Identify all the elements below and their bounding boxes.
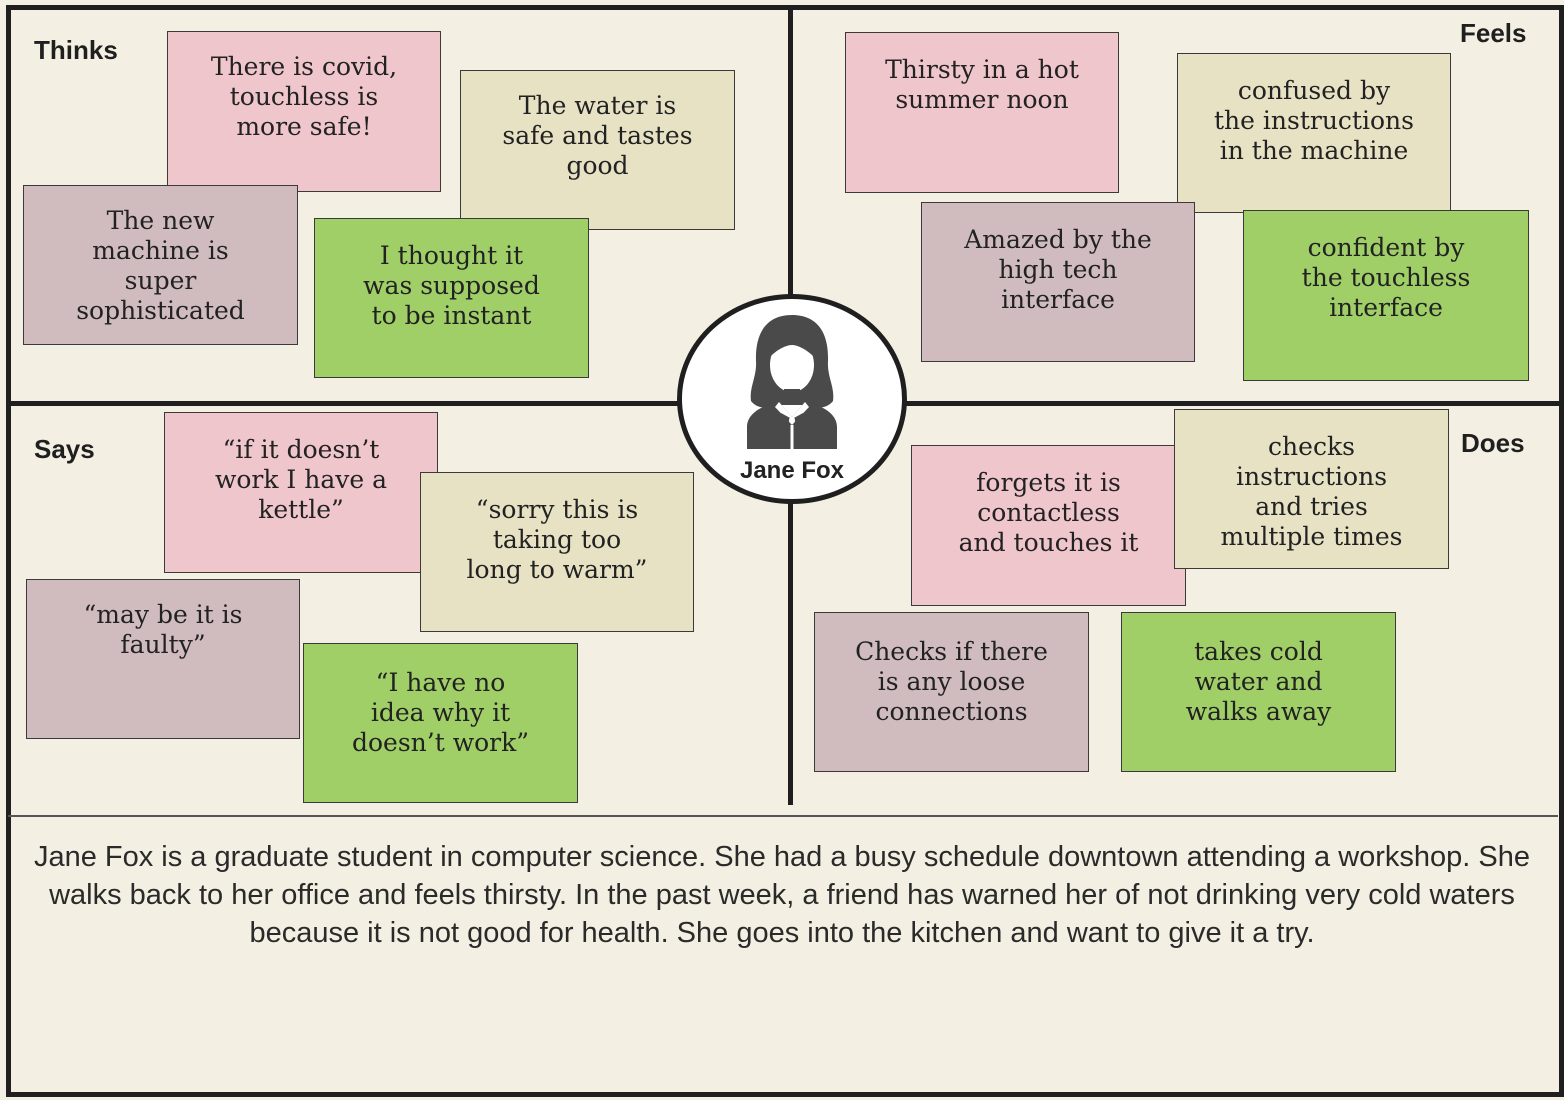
sticky-note-feels-confident: confident by the touchless interface <box>1243 210 1529 381</box>
sticky-note-says-no-idea: “I have no idea why it doesn’t work” <box>303 643 578 803</box>
feels-label: Feels <box>1460 18 1527 48</box>
sticky-note-says-sorry: “sorry this is taking too long to warm” <box>420 472 694 632</box>
does-label: Does <box>1461 428 1525 458</box>
persona-name: Jane Fox <box>739 457 845 484</box>
sticky-note-thinks-covid: There is covid, touchless is more safe! <box>167 31 441 192</box>
sticky-note-thinks-water: The water is safe and tastes good <box>460 70 735 230</box>
scenario-divider <box>8 815 1558 817</box>
sticky-note-does-checks-instructions: checks instructions and tries multiple t… <box>1174 409 1449 569</box>
scenario-description: Jane Fox is a graduate student in comput… <box>33 841 1531 949</box>
woman-user-icon <box>747 315 837 449</box>
sticky-note-does-forgets: forgets it is contactless and touches it <box>911 445 1186 606</box>
sticky-note-thinks-machine: The new machine is super sophisticated <box>23 185 298 345</box>
sticky-note-thinks-instant: I thought it was supposed to be instant <box>314 218 589 378</box>
sticky-note-feels-amazed: Amazed by the high tech interface <box>921 202 1195 362</box>
thinks-label: Thinks <box>34 35 118 65</box>
sticky-note-feels-thirsty: Thirsty in a hot summer noon <box>845 32 1119 193</box>
sticky-note-says-faulty: “may be it is faulty” <box>26 579 300 739</box>
persona-circle: Jane Fox <box>677 294 907 504</box>
sticky-note-does-walks-away: takes cold water and walks away <box>1121 612 1396 772</box>
says-label: Says <box>34 434 95 464</box>
sticky-note-feels-confused: confused by the instructions in the mach… <box>1177 53 1451 213</box>
sticky-note-does-loose-connections: Checks if there is any loose connections <box>814 612 1089 772</box>
sticky-note-says-kettle: “if it doesn’t work I have a kettle” <box>164 412 438 573</box>
